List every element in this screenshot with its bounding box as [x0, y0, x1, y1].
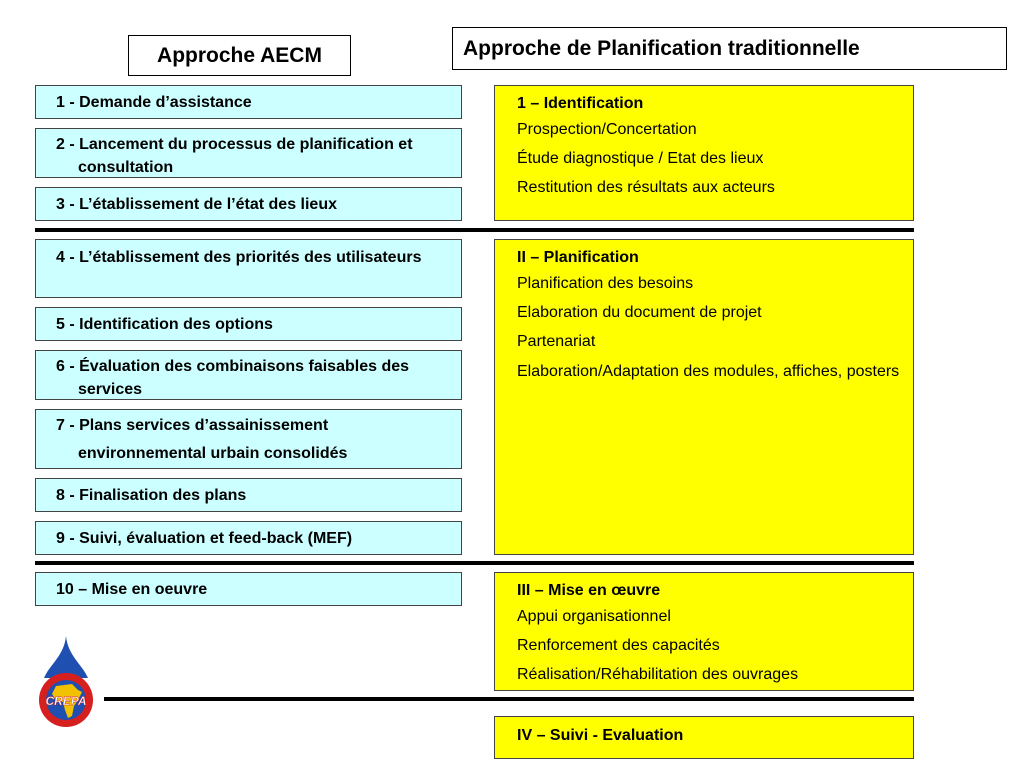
crepa-logo: CREPA — [39, 636, 93, 727]
divider-2 — [35, 561, 914, 565]
phase-suivi-evaluation: IV – Suivi - Evaluation — [494, 716, 914, 759]
phase-title: 1 – Identification — [517, 95, 644, 112]
phase-item: Renforcement des capacités — [517, 637, 720, 654]
traditional-header: Approche de Planification traditionnelle — [452, 27, 1007, 70]
phase-item: Planification des besoins — [517, 275, 694, 292]
phase-item: Étude diagnostique / Etat des lieux — [517, 150, 764, 167]
divider-3 — [104, 697, 914, 701]
aecm-step-3: 3 - L’établissement de l’état des lieux — [35, 187, 462, 221]
logo-text: CREPA — [45, 694, 86, 708]
aecm-step-9: 9 - Suivi, évaluation et feed-back (MEF) — [35, 521, 462, 555]
aecm-header-label: Approche AECM — [157, 43, 322, 67]
phase-item: Elaboration/Adaptation des modules, affi… — [517, 363, 900, 380]
phase-title: IV – Suivi - Evaluation — [517, 727, 684, 744]
aecm-step-6: 6 - Évaluation des combinaisons faisable… — [35, 350, 462, 400]
phase-title: II – Planification — [517, 249, 639, 266]
aecm-step-7: 7 - Plans services d’assainissement envi… — [35, 409, 462, 469]
phase-item: Restitution des résultats aux acteurs — [517, 179, 775, 196]
traditional-header-label: Approche de Planification traditionnelle — [463, 36, 860, 60]
aecm-step-2: 2 - Lancement du processus de planificat… — [35, 128, 462, 178]
aecm-step-8: 8 - Finalisation des plans — [35, 478, 462, 512]
logo-africa — [52, 684, 82, 718]
aecm-header: Approche AECM — [128, 35, 351, 76]
phase-item: Réalisation/Réhabilitation des ouvrages — [517, 666, 799, 683]
logo-drop — [44, 636, 88, 678]
phase-planification: II – Planification Planification des bes… — [494, 239, 914, 555]
phase-item: Elaboration du document de projet — [517, 304, 762, 321]
aecm-step-5: 5 - Identification des options — [35, 307, 462, 341]
phase-item: Appui organisationnel — [517, 608, 671, 625]
phase-identification: 1 – Identification Prospection/Concertat… — [494, 85, 914, 221]
divider-1 — [35, 228, 914, 232]
phase-item: Partenariat — [517, 333, 596, 350]
aecm-step-10: 10 – Mise en oeuvre — [35, 572, 462, 606]
phase-item: Prospection/Concertation — [517, 121, 697, 138]
phase-title: III – Mise en œuvre — [517, 582, 661, 599]
phase-mise-en-oeuvre: III – Mise en œuvre Appui organisationne… — [494, 572, 914, 691]
aecm-step-1: 1 - Demande d’assistance — [35, 85, 462, 119]
aecm-step-4: 4 - L’établissement des priorités des ut… — [35, 239, 462, 298]
